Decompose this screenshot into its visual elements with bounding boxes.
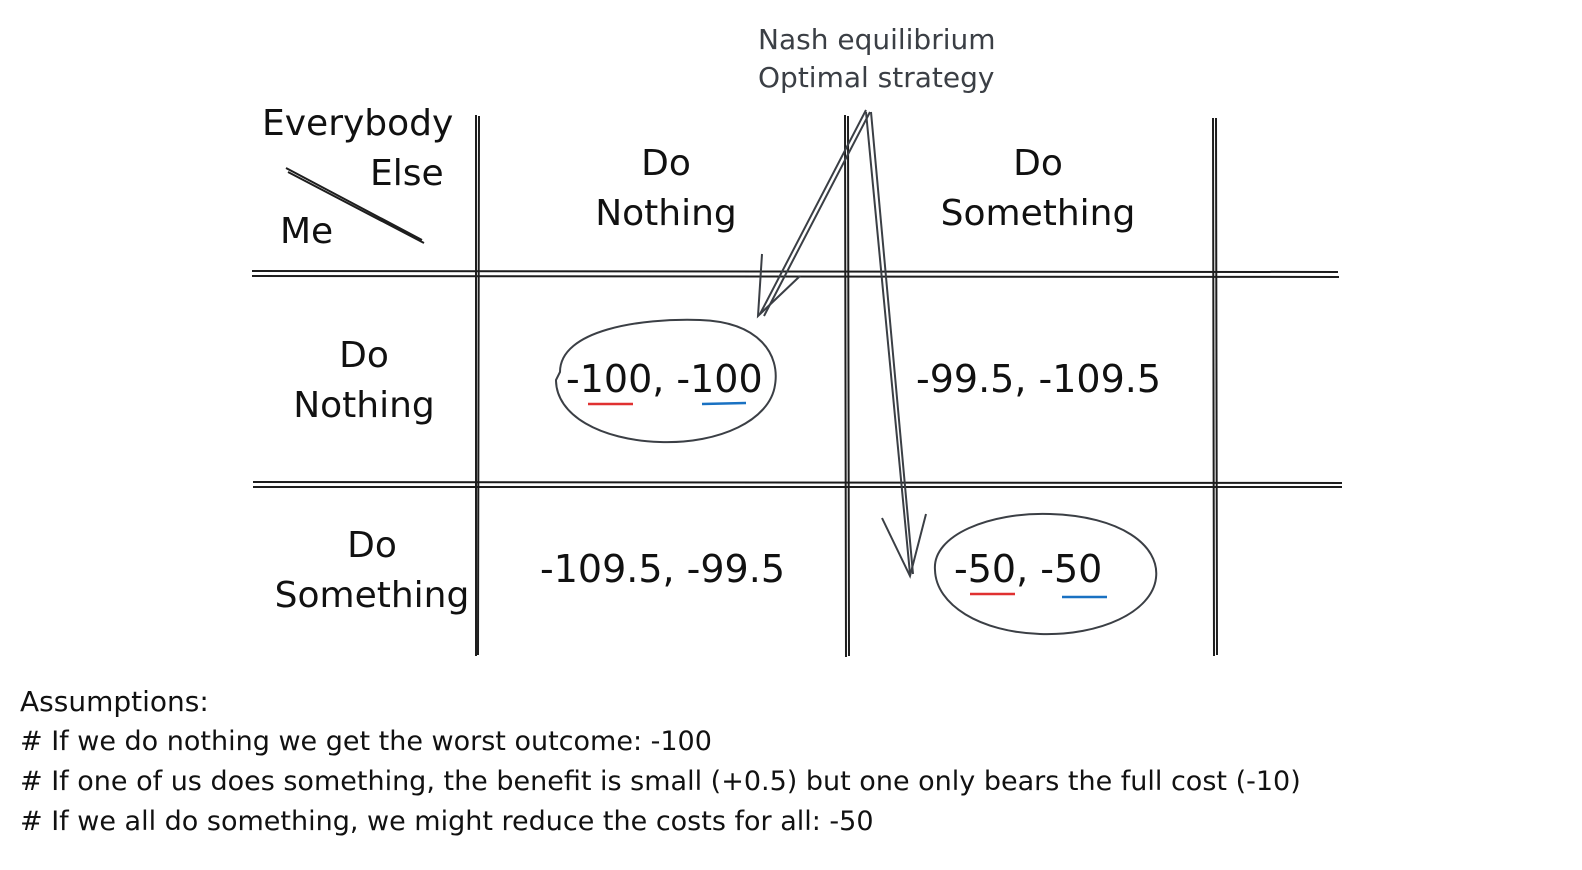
arrowhead-second	[881, 513, 927, 579]
payoff-separator: ,	[652, 357, 677, 401]
col-header-2-line2: Something	[940, 193, 1136, 234]
payoff-others: -100	[676, 357, 763, 401]
payoff-cell-1-2: -99.5, -109.5	[916, 360, 1161, 398]
row-header-2-line1: Do	[347, 525, 397, 566]
annotation-arrows	[756, 109, 927, 579]
row-header-2-line2: Something	[274, 575, 470, 616]
payoff-cell-1-1: -100, -100	[566, 360, 763, 398]
grid-line-middle	[252, 481, 1343, 488]
underline-others-1	[701, 401, 747, 406]
arrow-to-first-equilibrium	[759, 109, 871, 317]
payoff-separator: ,	[1014, 357, 1039, 401]
payoff-cell-2-1: -109.5, -99.5	[540, 550, 785, 588]
circle-do-something-do-something	[933, 512, 1158, 636]
grid-line-col-2	[844, 114, 850, 658]
annotation-optimal-strategy: Optimal strategy	[758, 61, 995, 94]
circle-do-nothing-do-nothing	[554, 318, 777, 444]
grid-line-col-1	[475, 115, 480, 656]
corner-me: Me	[280, 211, 334, 252]
payoff-cell-2-2: -50, -50	[954, 550, 1102, 588]
underlines	[588, 401, 1107, 599]
corner-else: Else	[370, 153, 444, 194]
equilibrium-circles	[554, 318, 1158, 636]
col-header-1-line2: Nothing	[595, 193, 737, 234]
assumption-item-2: # If one of us does something, the benef…	[20, 766, 1301, 797]
payoff-others: -50	[1040, 547, 1103, 591]
row-header-1-line1: Do	[339, 335, 389, 376]
col-header-2-line1: Do	[1013, 143, 1063, 184]
assumption-item-1: # If we do nothing we get the worst outc…	[20, 726, 712, 757]
corner-diagonal	[285, 167, 425, 244]
payoff-me: -109.5	[540, 547, 663, 591]
annotation-nash-equilibrium: Nash equilibrium	[758, 23, 996, 56]
assumptions-title: Assumptions:	[20, 685, 209, 718]
arrow-to-second-equilibrium	[865, 111, 914, 575]
payoff-others: -109.5	[1038, 357, 1162, 401]
arrowhead-first	[756, 253, 801, 319]
payoff-separator: ,	[662, 547, 687, 591]
payoff-me: -50	[954, 547, 1017, 591]
grid-line-col-3	[1212, 117, 1218, 657]
corner-everybody: Everybody	[262, 103, 454, 144]
row-header-1-line2: Nothing	[293, 385, 435, 426]
col-header-1-line1: Do	[641, 143, 691, 184]
grid-lines	[251, 114, 1343, 658]
payoff-separator: ,	[1016, 547, 1041, 591]
payoff-me: -99.5	[916, 357, 1015, 401]
assumption-item-3: # If we all do something, we might reduc…	[20, 806, 874, 837]
payoff-others: -99.5	[686, 547, 785, 591]
grid-line-top	[251, 270, 1340, 278]
payoff-me: -100	[566, 357, 653, 401]
